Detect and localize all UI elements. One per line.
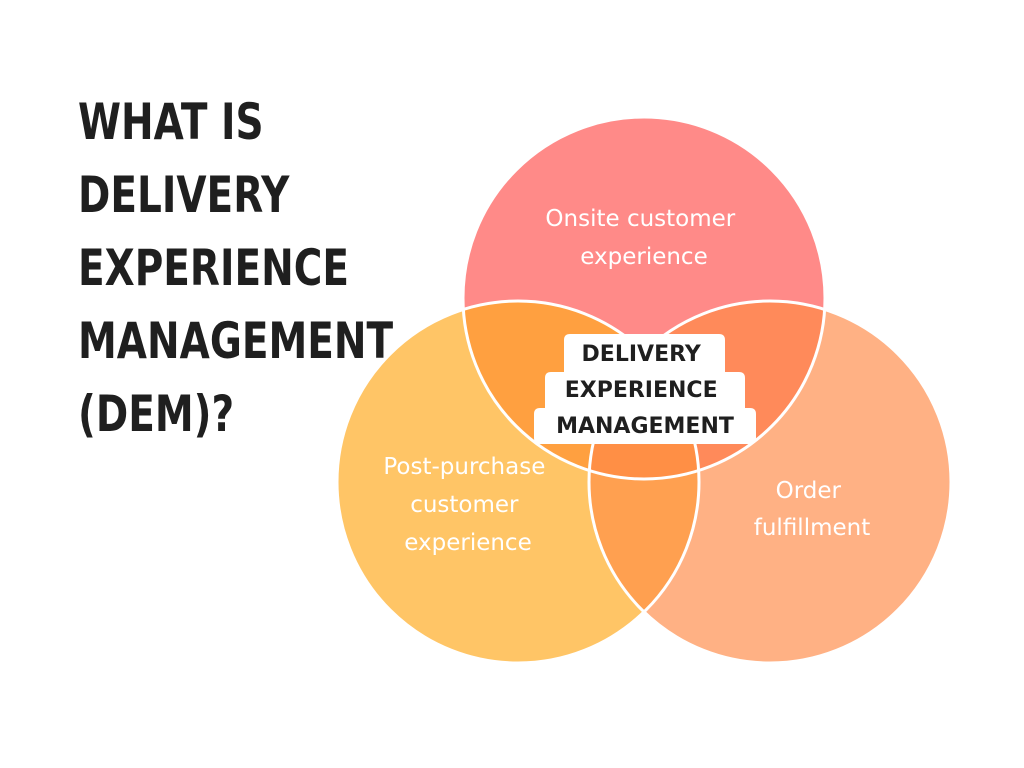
label-post-purchase: Post-purchase customer experience [383, 454, 552, 556]
title-line: (DEM)? [78, 385, 235, 443]
title-line: WHAT IS [78, 93, 264, 151]
center-label: DELIVERY EXPERIENCE MANAGEMENT [556, 342, 734, 439]
label-onsite: Onsite customer experience [545, 206, 742, 270]
center-label-box [534, 334, 756, 444]
title-line: DELIVERY [78, 166, 290, 224]
title-line: EXPERIENCE [78, 239, 350, 297]
label-fulfillment: Order fulfillment [754, 478, 870, 541]
circle-outlines [335, 115, 953, 665]
